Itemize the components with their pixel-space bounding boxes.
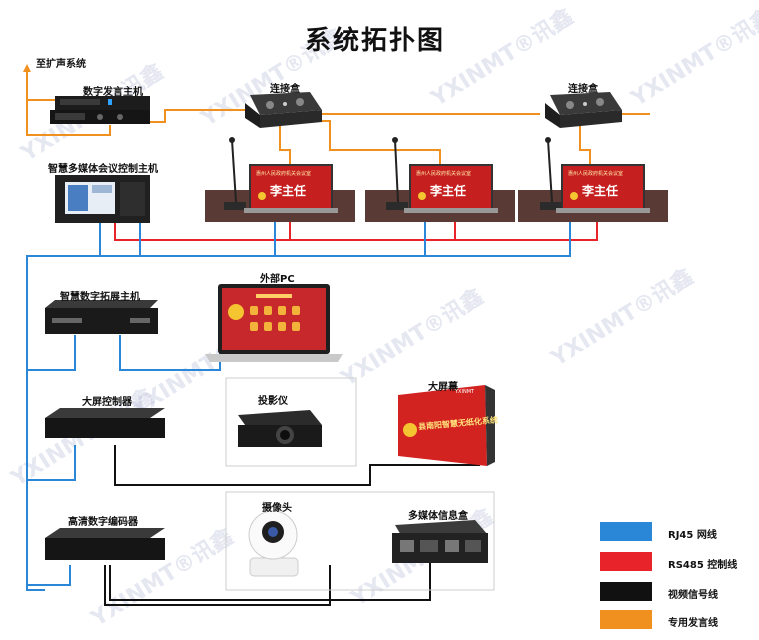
camera-media-frame	[225, 491, 495, 591]
legend-label-speech: 专用发言线	[668, 618, 718, 629]
desk-unit-1	[205, 137, 355, 222]
label-media-box: 多媒体信息盒	[408, 511, 468, 522]
label-junction-box-1: 连接盒	[270, 84, 300, 95]
big-screen-brand: YXINMT	[455, 389, 475, 395]
nameplate-subtitle: 惠州人民政府机关会议室	[256, 171, 312, 177]
video-lines	[104, 445, 480, 606]
speech-line-amplifier	[26, 99, 111, 136]
desk-unit-3	[518, 137, 668, 222]
label-expansion-host: 智慧数字拓展主机	[60, 292, 140, 303]
legend-swatch-video	[600, 582, 652, 601]
label-camera: 摄像头	[262, 503, 292, 514]
nameplate-3: 李主任	[582, 184, 619, 198]
label-junction-box-2: 连接盒	[568, 84, 598, 95]
digital-speech-host	[50, 96, 150, 124]
legend-label-video: 视频信号线	[668, 590, 718, 601]
legend-label-rs485: RS485 控制线	[668, 560, 738, 571]
nameplate-subtitle: 惠州人民政府机关会议室	[568, 171, 624, 177]
label-screen-controller: 大屏控制器	[82, 397, 132, 408]
junction-box-1	[245, 92, 322, 128]
label-external-pc: 外部PC	[260, 274, 295, 285]
encoder	[45, 528, 165, 560]
rj45-lines	[26, 220, 571, 591]
nameplate-2: 李主任	[430, 184, 467, 198]
arrow-up-icon	[23, 64, 31, 72]
desk-unit-2	[365, 137, 515, 222]
junction-box-2	[545, 92, 622, 128]
label-projector: 投影仪	[258, 396, 288, 407]
page-title: 系统拓扑图	[305, 26, 446, 56]
control-host	[55, 175, 150, 223]
camera	[248, 510, 299, 577]
legend-swatch-speech	[600, 610, 652, 629]
label-amplifier: 至扩声系统	[36, 59, 86, 70]
label-control-host: 智慧多媒体会议控制主机	[48, 164, 158, 175]
label-big-screen: 大屏幕	[428, 382, 458, 393]
projector-frame	[225, 377, 357, 467]
legend-swatch-rj45	[600, 522, 652, 541]
projector	[238, 410, 322, 447]
nameplate-1: 李主任	[270, 184, 307, 198]
label-encoder: 高清数字编码器	[68, 517, 138, 528]
big-screen	[398, 385, 495, 466]
external-pc-laptop	[205, 284, 343, 362]
rs485-lines	[114, 220, 598, 241]
expansion-host	[45, 300, 158, 334]
media-info-box	[392, 520, 488, 563]
legend-swatch-rs485	[600, 552, 652, 571]
label-digital-host: 数字发言主机	[83, 87, 143, 98]
speech-line-host-box	[140, 109, 245, 123]
nameplate-subtitle: 惠州人民政府机关会议室	[416, 171, 472, 177]
screen-controller	[45, 408, 165, 438]
legend-label-rj45: RJ45 网线	[668, 530, 717, 541]
